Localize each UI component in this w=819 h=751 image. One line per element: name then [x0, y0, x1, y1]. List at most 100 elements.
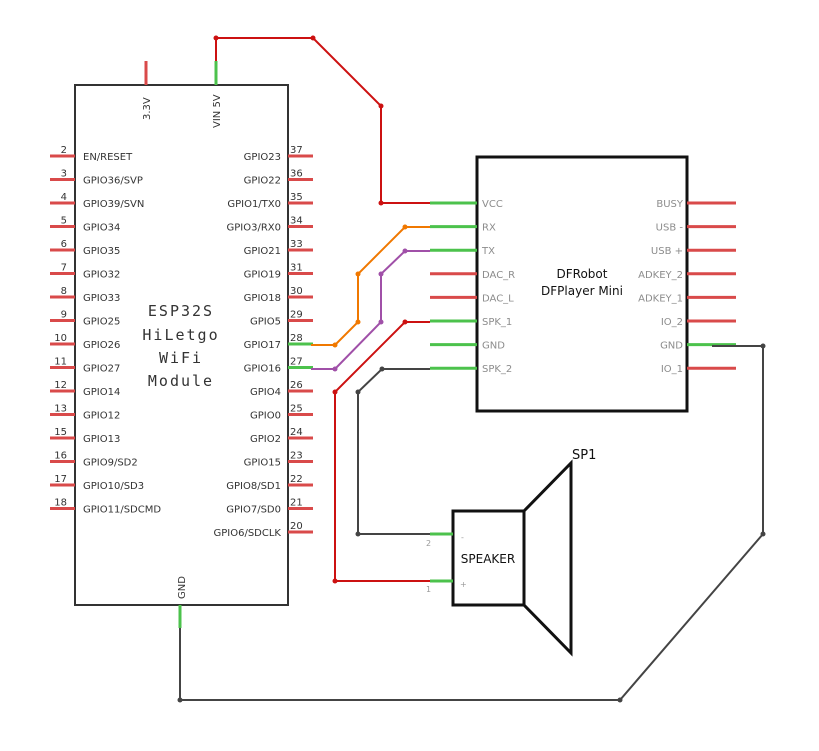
pin-label: USB +	[651, 246, 683, 257]
wire-spk1-to-speaker-plus[interactable]	[334, 321, 430, 582]
junction-dot	[310, 35, 316, 41]
pin-label: VCC	[482, 199, 503, 210]
speaker-cone	[522, 459, 573, 657]
dfplayer-pin-vcc[interactable]: VCC	[430, 199, 503, 210]
pin-label: GPIO7/SD0	[226, 505, 281, 516]
wire-gpio17-to-rx[interactable]	[311, 226, 430, 346]
pin-number: 25	[290, 404, 303, 415]
pin-label: GPIO22	[244, 176, 281, 187]
dfplayer-pin-dac-r[interactable]: DAC_R	[430, 270, 515, 281]
wire-gnd-to-gnd[interactable]	[179, 345, 764, 701]
dfplayer-pin-gnd[interactable]: GND	[430, 341, 505, 352]
pin-label: GPIO27	[83, 364, 120, 375]
wire-gpio16-to-tx[interactable]	[311, 250, 430, 370]
speaker-symbol[interactable]: SPEAKER SP1 - + 2 1	[426, 448, 596, 657]
dfplayer-pin-adkey-1[interactable]: ADKEY_1	[638, 293, 736, 304]
wire-vin-to-vcc[interactable]	[215, 37, 430, 204]
wire-spk2-to-speaker-minus[interactable]	[357, 368, 430, 535]
dfplayer-pin-usb[interactable]: USB -	[656, 223, 736, 234]
pin-number: 16	[54, 451, 67, 462]
dfplayer-pin-dac-l[interactable]: DAC_L	[430, 293, 514, 304]
junction-dot	[355, 271, 361, 277]
pin-label: GPIO1/TX0	[227, 199, 281, 210]
dfplayer-pin-spk-1[interactable]: SPK_1	[430, 317, 512, 328]
dfplayer-pin-usb[interactable]: USB +	[651, 246, 736, 257]
dfplayer-pin-gnd[interactable]: GND	[660, 341, 736, 352]
pin-label: GPIO0	[250, 411, 281, 422]
junction-dot	[355, 389, 361, 395]
pin-label: GPIO33	[83, 293, 120, 304]
esp32-pin-vin5v[interactable]: VIN 5V	[212, 61, 223, 128]
esp32-pin-en-reset[interactable]: 2EN/RESET	[50, 145, 133, 163]
dfplayer-pin-busy[interactable]: BUSY	[656, 199, 736, 210]
pin-label: SPK_2	[482, 364, 512, 375]
esp32-pin-gnd[interactable]: GND	[177, 576, 188, 628]
pin-number: 30	[290, 286, 303, 297]
esp32-pin-label-vin5v: VIN 5V	[212, 94, 223, 128]
pin-label: GPIO15	[244, 458, 281, 469]
junction-dot	[378, 200, 384, 206]
junction-dot	[378, 271, 384, 277]
pin-label: ADKEY_1	[638, 293, 683, 304]
pin-number: 5	[61, 216, 67, 227]
pin-label: GPIO11/SDCMD	[83, 505, 161, 516]
pin-number: 2	[61, 145, 67, 156]
esp32-pin-3v3[interactable]: 3.3V	[142, 61, 153, 120]
dfplayer-pin-spk-2[interactable]: SPK_2	[430, 364, 512, 375]
pin-number: 34	[290, 216, 303, 227]
pin-label: GPIO12	[83, 411, 120, 422]
dfplayer-pin-adkey-2[interactable]: ADKEY_2	[638, 270, 736, 281]
pin-number: 26	[290, 380, 303, 391]
pin-number: 33	[290, 239, 303, 250]
dfplayer-pin-io-1[interactable]: IO_1	[661, 364, 736, 375]
junction-dot	[213, 35, 219, 41]
esp32-body[interactable]	[74, 84, 289, 606]
pin-number: 10	[54, 333, 67, 344]
dfplayer-body[interactable]	[475, 155, 689, 413]
pin-label: DAC_R	[482, 270, 515, 281]
dfplayer-pin-tx[interactable]: TX	[430, 246, 495, 257]
esp32-title-line-3: WiFi	[159, 349, 203, 367]
dfplayer-pin-io-2[interactable]: IO_2	[661, 317, 736, 328]
pin-number: 24	[290, 427, 303, 438]
pin-label: GPIO35	[83, 246, 120, 257]
pin-number: 28	[290, 333, 303, 344]
pin-number: 17	[54, 474, 67, 485]
pin-label: IO_2	[661, 317, 683, 328]
pin-label: GPIO26	[83, 340, 120, 351]
dfplayer-pin-rx[interactable]: RX	[430, 223, 496, 234]
